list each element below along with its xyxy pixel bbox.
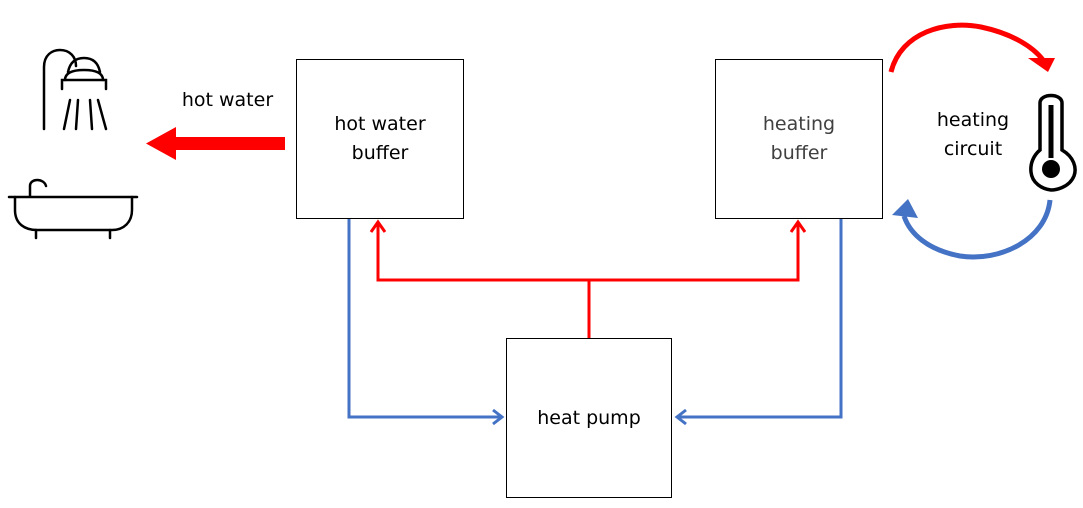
shower-icon (42, 48, 108, 131)
heating-circuit-supply-arrow (888, 22, 1055, 73)
return-line-from-hot-water-buffer (347, 219, 500, 419)
supply-line-to-hot-water-buffer (376, 224, 589, 282)
hot-water-buffer-label-line2: buffer (351, 142, 409, 164)
heat-pump-label: heat pump (537, 406, 641, 429)
return-arrow-heating (674, 408, 687, 426)
heat-pump-box: heat pump (506, 338, 672, 498)
heating-buffer-box: heating buffer (715, 59, 883, 219)
supply-line-to-heating-buffer (589, 224, 800, 282)
heating-buffer-label-line1: heating (762, 113, 836, 135)
return-arrow-hot-water (492, 408, 505, 426)
hot-water-buffer-box: hot water buffer (296, 59, 464, 219)
heating-circuit-label: heating circuit (918, 106, 1028, 164)
heating-buffer-label: heating buffer (763, 110, 835, 168)
heating-circuit-return-arrow (892, 199, 1053, 260)
thermometer-icon (1029, 93, 1077, 192)
hot-water-outflow-arrow (146, 127, 285, 160)
heating-circuit-label-line2: circuit (943, 138, 1003, 160)
bathtub-icon (7, 178, 139, 240)
supply-arrow-hot-water-buffer (369, 219, 387, 233)
hot-water-buffer-label: hot water buffer (334, 110, 425, 168)
heating-circuit-label-line1: heating (936, 109, 1010, 131)
return-line-from-heating-buffer (678, 219, 843, 419)
hot-water-buffer-label-line1: hot water (334, 113, 426, 135)
hot-water-label: hot water (181, 89, 274, 111)
heating-buffer-label-line2: buffer (770, 142, 828, 164)
supply-arrow-heating-buffer (789, 219, 807, 233)
